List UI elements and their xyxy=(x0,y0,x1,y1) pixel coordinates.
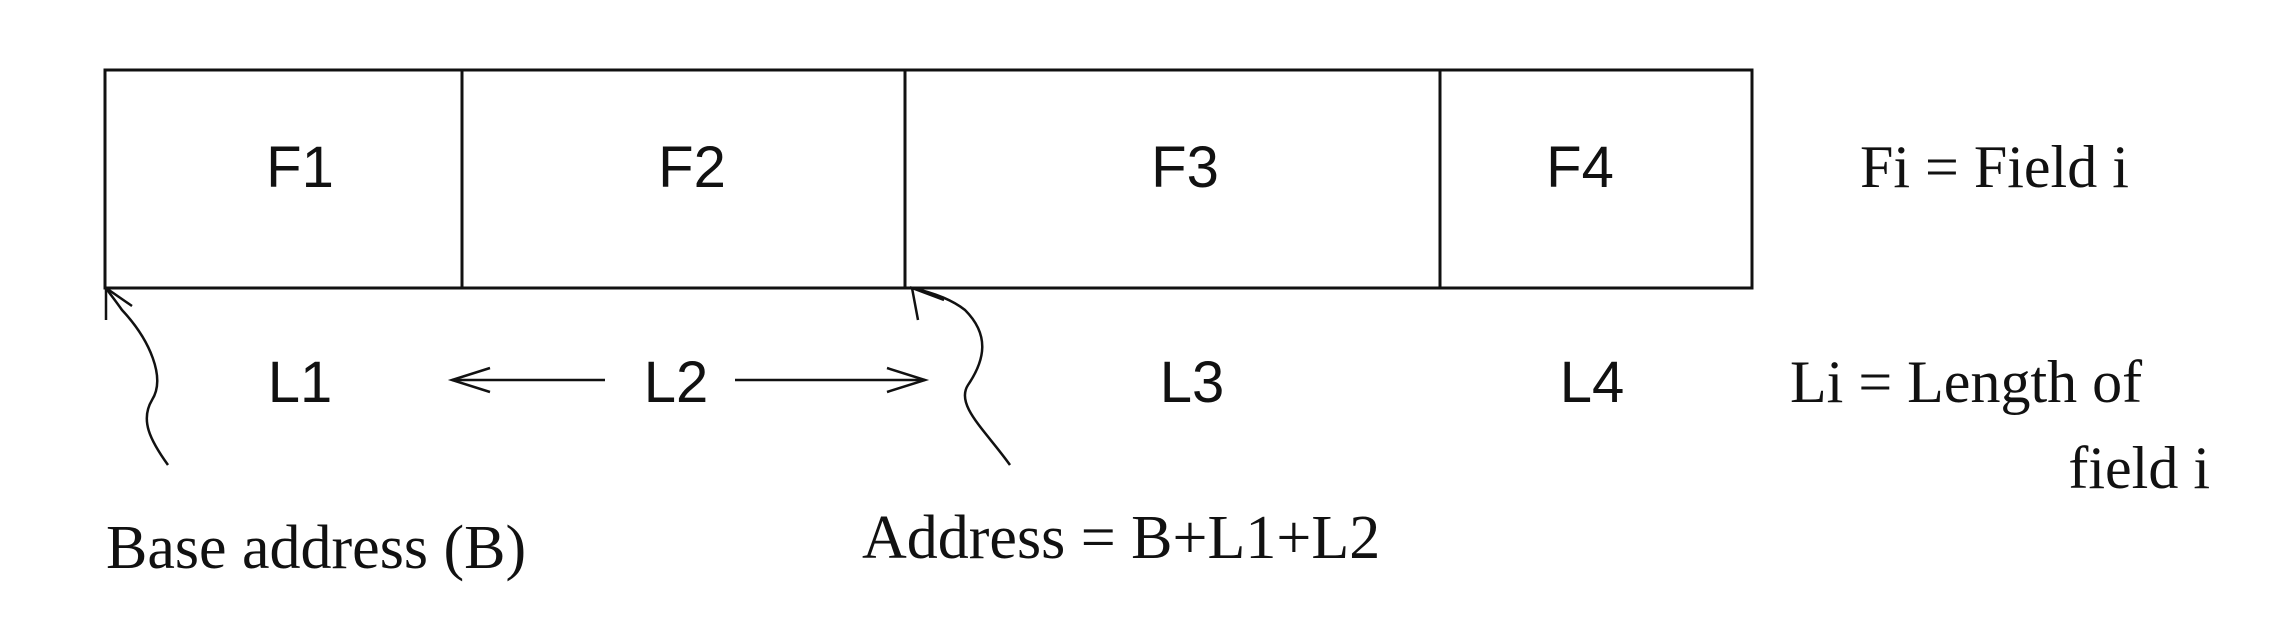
l2-span-left-arrow xyxy=(447,366,605,394)
length-label-l3: L3 xyxy=(1160,350,1225,415)
base-address-label: Base address (B) xyxy=(106,514,526,582)
field-box-f3 xyxy=(903,68,1442,290)
field-box-f1 xyxy=(103,68,464,290)
record-boxes xyxy=(103,68,1754,290)
f3-address-pointer xyxy=(910,286,1012,466)
legend-length-definition-line1: Li = Length of xyxy=(1790,349,2142,415)
field-label-f3: F3 xyxy=(1151,135,1219,200)
field-box-f2 xyxy=(460,68,907,290)
address-formula-label: Address = B+L1+L2 xyxy=(862,504,1380,572)
base-address-pointer xyxy=(104,285,170,466)
field-label-f1: F1 xyxy=(266,135,334,200)
length-label-l4: L4 xyxy=(1560,350,1625,415)
legend-field-definition: Fi = Field i xyxy=(1860,134,2129,200)
field-box-f4 xyxy=(1438,68,1754,290)
legend-length-definition-line2: field i xyxy=(2068,435,2210,501)
field-label-f2: F2 xyxy=(658,135,726,200)
length-label-l1: L1 xyxy=(268,350,333,415)
l2-span-right-arrow xyxy=(735,366,930,394)
length-label-l2: L2 xyxy=(644,350,709,415)
field-label-f4: F4 xyxy=(1546,135,1614,200)
